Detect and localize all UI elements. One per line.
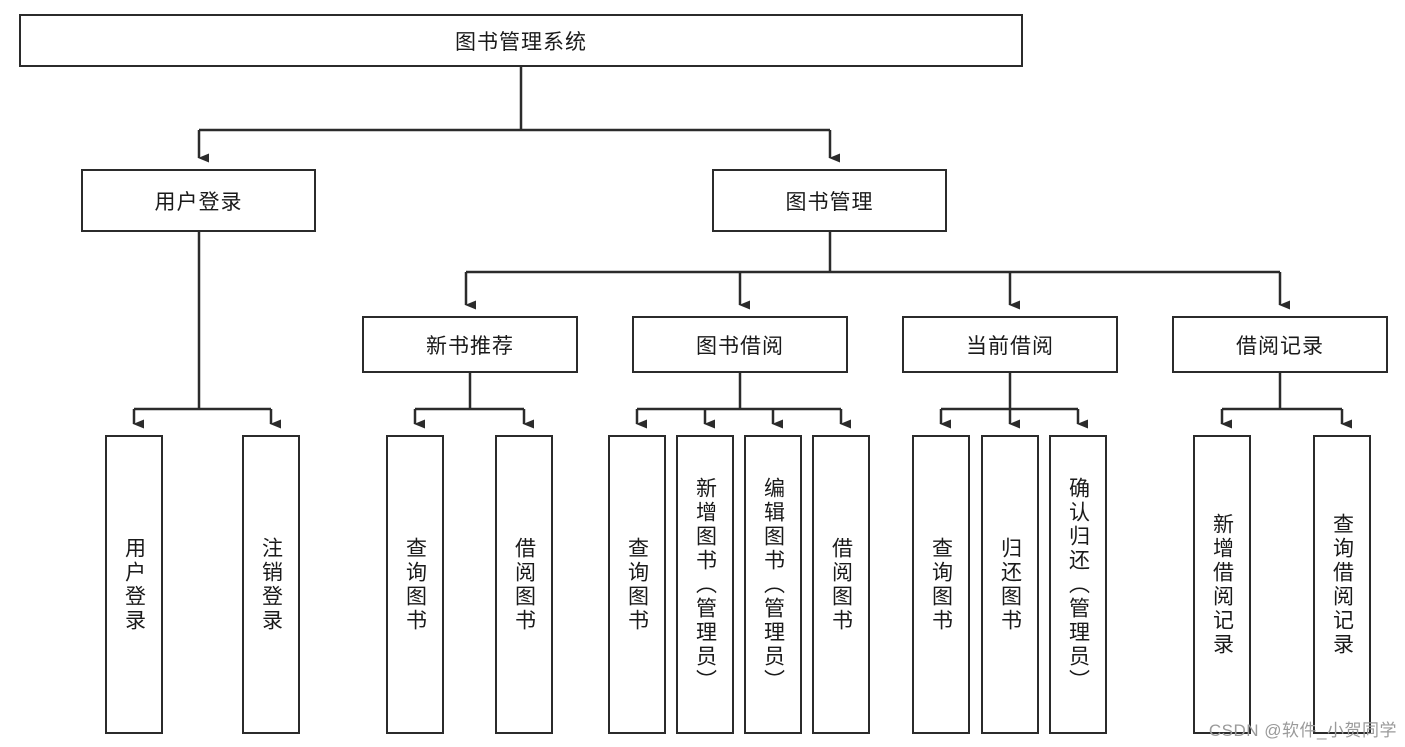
node-book-management[interactable]: 图书管理: [712, 169, 947, 232]
leaf-user-login-signin[interactable]: 用户登录: [105, 435, 163, 734]
node-label: 新增借阅记录: [1210, 512, 1234, 657]
node-label: 借阅记录: [1236, 334, 1324, 358]
node-label: 查询图书: [929, 536, 953, 633]
leaf-borrow-query-book[interactable]: 查询图书: [608, 435, 666, 734]
node-new-book-recommend[interactable]: 新书推荐: [362, 316, 578, 373]
node-label: 新书推荐: [426, 334, 514, 358]
node-label: 编辑图书（管理员）: [761, 476, 785, 693]
node-label: 图书借阅: [696, 334, 784, 358]
node-label: 当前借阅: [966, 334, 1054, 358]
node-label: 新增图书（管理员）: [693, 476, 717, 693]
node-label: 查询图书: [625, 536, 649, 633]
node-label: 查询图书: [403, 536, 427, 633]
leaf-recommend-borrow-book[interactable]: 借阅图书: [495, 435, 553, 734]
node-label: 查询借阅记录: [1330, 512, 1354, 657]
node-label: 确认归还（管理员）: [1066, 476, 1090, 693]
node-label: 用户登录: [154, 190, 243, 214]
leaf-user-login-signout[interactable]: 注销登录: [242, 435, 300, 734]
node-user-login[interactable]: 用户登录: [81, 169, 316, 232]
leaf-borrow-add-book-admin[interactable]: 新增图书（管理员）: [676, 435, 734, 734]
leaf-current-confirm-return-admin[interactable]: 确认归还（管理员）: [1049, 435, 1107, 734]
node-current-borrow[interactable]: 当前借阅: [902, 316, 1118, 373]
node-book-borrow[interactable]: 图书借阅: [632, 316, 848, 373]
leaf-recommend-query-book[interactable]: 查询图书: [386, 435, 444, 734]
leaf-current-return-book[interactable]: 归还图书: [981, 435, 1039, 734]
node-borrow-records[interactable]: 借阅记录: [1172, 316, 1388, 373]
node-label: 用户登录: [122, 536, 146, 633]
node-label: 注销登录: [259, 536, 283, 633]
leaf-current-query-book[interactable]: 查询图书: [912, 435, 970, 734]
node-label: 图书管理: [785, 190, 874, 214]
node-label: 归还图书: [998, 536, 1022, 633]
leaf-records-add-record[interactable]: 新增借阅记录: [1193, 435, 1251, 734]
node-label: 借阅图书: [829, 536, 853, 633]
leaf-borrow-borrow-book[interactable]: 借阅图书: [812, 435, 870, 734]
leaf-borrow-edit-book-admin[interactable]: 编辑图书（管理员）: [744, 435, 802, 734]
leaf-records-query-record[interactable]: 查询借阅记录: [1313, 435, 1371, 734]
watermark-text: CSDN @软件_小贺同学: [1208, 721, 1397, 740]
node-label: 借阅图书: [512, 536, 536, 633]
node-label: 图书管理系统: [455, 30, 587, 54]
node-root-system[interactable]: 图书管理系统: [19, 14, 1023, 67]
